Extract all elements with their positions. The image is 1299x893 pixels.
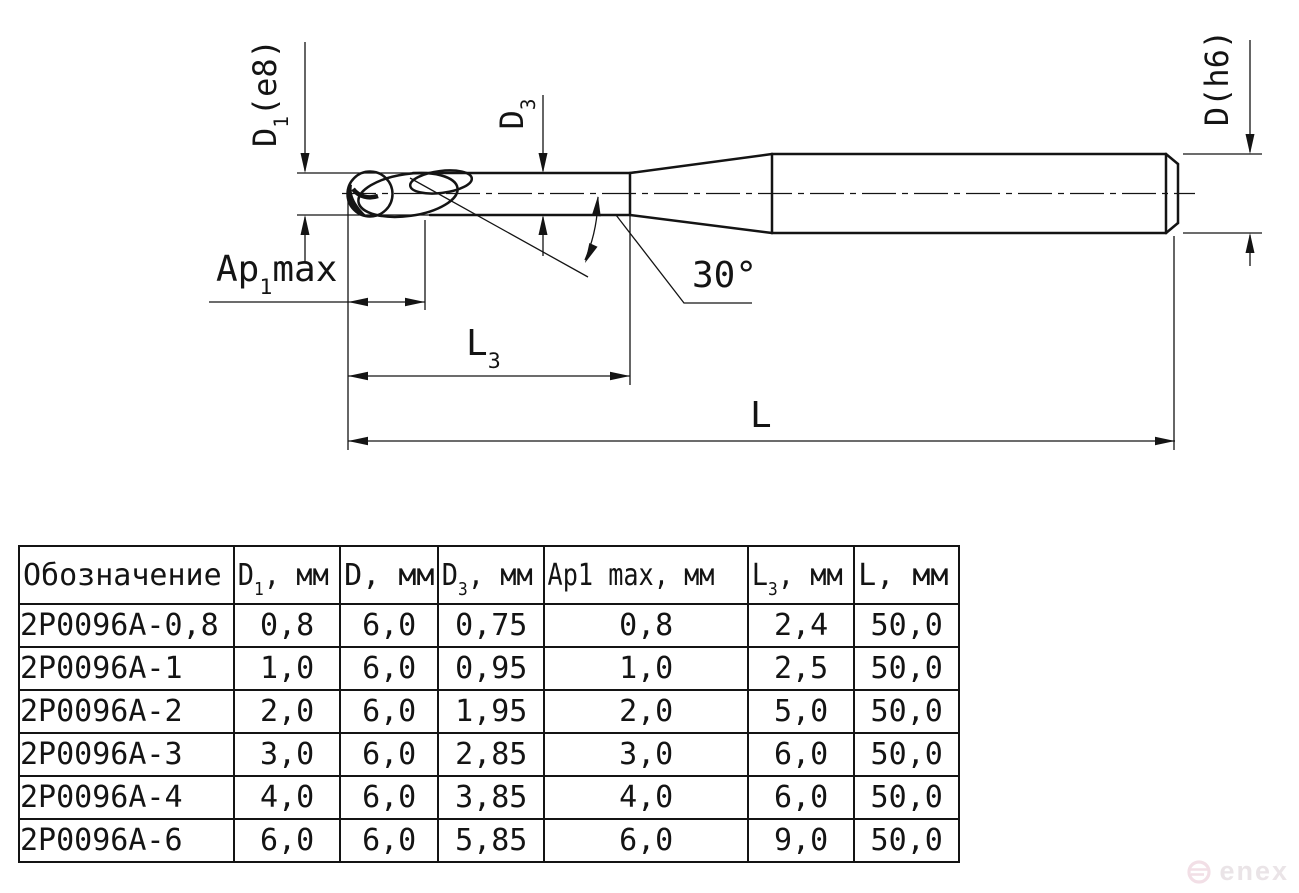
cell-l3: 2,5 bbox=[746, 646, 856, 691]
cell-d3: 2,85 bbox=[437, 732, 546, 777]
cell-d3: 3,85 bbox=[437, 775, 546, 820]
cell-ap1max: 1,0 bbox=[543, 646, 749, 691]
table-row: 2P0096A-4 4,0 6,0 3,85 4,0 6,0 50,0 bbox=[18, 775, 961, 820]
tool-outline bbox=[411, 152, 1180, 235]
table-row: 2P0096A-0,8 0,8 6,0 0,75 0,8 2,4 50,0 bbox=[18, 603, 961, 648]
cell-l3: 9,0 bbox=[746, 818, 856, 863]
col-header-d3: D3, мм bbox=[437, 545, 546, 605]
cell-l3: 6,0 bbox=[746, 775, 856, 820]
dimension-arrowheads bbox=[300, 134, 1255, 446]
cell-l3: 6,0 bbox=[746, 732, 856, 777]
table-row: 2P0096A-6 6,0 6,0 5,85 6,0 9,0 50,0 bbox=[18, 818, 961, 863]
cell-l: 50,0 bbox=[853, 775, 961, 820]
col-header-designation: Обозначение bbox=[18, 545, 235, 605]
cell-d: 6,0 bbox=[339, 732, 440, 777]
cell-d3: 0,75 bbox=[437, 603, 546, 648]
cell-d1: 2,0 bbox=[232, 689, 342, 734]
cell-d1: 4,0 bbox=[232, 775, 342, 820]
dimension-lines bbox=[209, 40, 1262, 450]
dim-label-d1-base: D bbox=[246, 127, 284, 147]
dim-label-ap1max-suffix: max bbox=[272, 249, 338, 290]
dim-label-ap1max-sub: 1 bbox=[259, 274, 273, 300]
cell-l3: 5,0 bbox=[746, 689, 856, 734]
cell-l: 50,0 bbox=[853, 818, 961, 863]
col-header-ap1max: Ap1 max, мм bbox=[543, 545, 749, 605]
col-header-d1: D1, мм bbox=[232, 545, 342, 605]
dim-label-l3: L3 bbox=[466, 323, 501, 373]
cell-d: 6,0 bbox=[339, 603, 440, 648]
cell-d1: 3,0 bbox=[232, 732, 342, 777]
col-header-d: D, мм bbox=[339, 545, 440, 605]
enex-watermark: enex bbox=[1186, 858, 1289, 885]
enex-logo-icon bbox=[1187, 859, 1212, 884]
dim-label-dh6: D(h6) bbox=[1198, 29, 1236, 127]
cell-d1: 0,8 bbox=[232, 603, 342, 648]
cell-ap1max: 2,0 bbox=[543, 689, 749, 734]
table-row: 2P0096A-2 2,0 6,0 1,95 2,0 5,0 50,0 bbox=[18, 689, 961, 734]
dim-label-d1-suffix: (e8) bbox=[246, 39, 284, 117]
cell-d3: 5,85 bbox=[437, 818, 546, 863]
cell-designation: 2P0096A-1 bbox=[18, 646, 235, 691]
cell-d: 6,0 bbox=[339, 646, 440, 691]
col-header-l3: L3, мм bbox=[746, 545, 856, 605]
dim-label-d3-sub: 3 bbox=[516, 98, 540, 111]
col-header-l: L, мм bbox=[853, 545, 961, 605]
cell-d1: 6,0 bbox=[232, 818, 342, 863]
cell-d: 6,0 bbox=[339, 775, 440, 820]
dim-label-angle: 30° bbox=[692, 258, 757, 294]
cell-l: 50,0 bbox=[853, 646, 961, 691]
dim-label-l3-sub: 3 bbox=[487, 348, 501, 374]
dim-label-dh6-base: D(h6) bbox=[1198, 29, 1236, 127]
table-header-row: Обозначение D1, мм D, мм D3, мм Ap1 max,… bbox=[18, 545, 961, 605]
cell-d3: 1,95 bbox=[437, 689, 546, 734]
dim-label-d1: D1(e8) bbox=[246, 39, 293, 147]
cell-l: 50,0 bbox=[853, 689, 961, 734]
dim-label-d3-base: D bbox=[493, 110, 531, 130]
dim-label-l: L bbox=[750, 398, 772, 434]
dim-label-d3: D3 bbox=[493, 99, 540, 130]
specification-table: Обозначение D1, мм D, мм D3, мм Ap1 max,… bbox=[18, 545, 961, 863]
cell-ap1max: 3,0 bbox=[543, 732, 749, 777]
end-mill-drawing bbox=[209, 40, 1262, 450]
cell-d: 6,0 bbox=[339, 689, 440, 734]
cell-designation: 2P0096A-4 bbox=[18, 775, 235, 820]
cell-l3: 2,4 bbox=[746, 603, 856, 648]
cell-designation: 2P0096A-2 bbox=[18, 689, 235, 734]
cell-d1: 1,0 bbox=[232, 646, 342, 691]
table-row: 2P0096A-1 1,0 6,0 0,95 1,0 2,5 50,0 bbox=[18, 646, 961, 691]
table-row: 2P0096A-3 3,0 6,0 2,85 3,0 6,0 50,0 bbox=[18, 732, 961, 777]
enex-logo-text: enex bbox=[1219, 856, 1289, 886]
cell-l: 50,0 bbox=[853, 603, 961, 648]
cell-ap1max: 4,0 bbox=[543, 775, 749, 820]
dim-label-l-base: L bbox=[750, 395, 772, 436]
cell-d3: 0,95 bbox=[437, 646, 546, 691]
dim-label-ap1max: Ap1max bbox=[216, 249, 338, 299]
dim-label-ap1max-base: Ap bbox=[216, 249, 260, 290]
dim-label-l3-base: L bbox=[466, 323, 488, 364]
cell-ap1max: 6,0 bbox=[543, 818, 749, 863]
cell-ap1max: 0,8 bbox=[543, 603, 749, 648]
cell-designation: 2P0096A-0,8 bbox=[18, 603, 235, 648]
cell-d: 6,0 bbox=[339, 818, 440, 863]
dim-label-d1-sub: 1 bbox=[269, 116, 293, 128]
ball-nose-flutes bbox=[346, 169, 474, 219]
cell-l: 50,0 bbox=[853, 732, 961, 777]
cell-designation: 2P0096A-3 bbox=[18, 732, 235, 777]
dim-label-angle-base: 30° bbox=[692, 255, 758, 296]
cell-designation: 2P0096A-6 bbox=[18, 818, 235, 863]
